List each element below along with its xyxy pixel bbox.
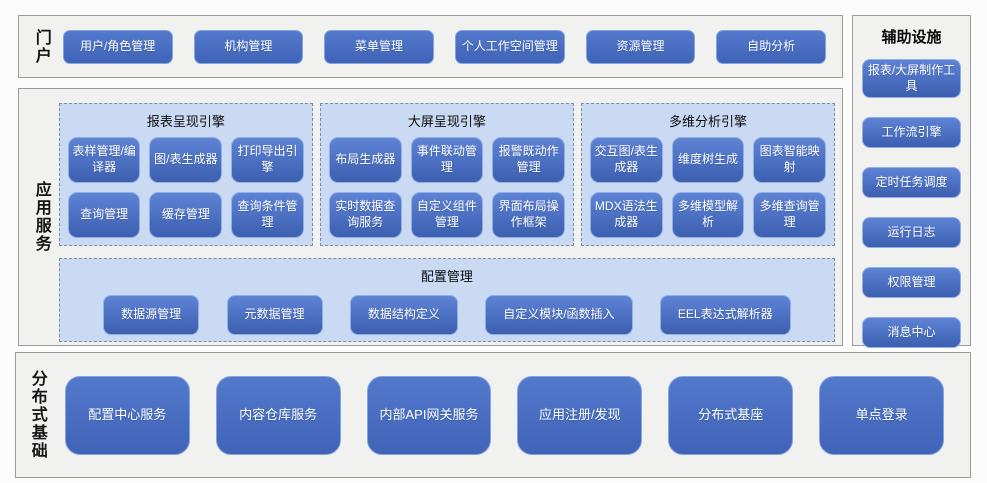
distributed-items-row: 配置中心服务内容仓库服务内部API网关服务应用注册/发现分布式基座单点登录 bbox=[53, 375, 970, 455]
auxiliary-item: 定时任务调度 bbox=[862, 167, 961, 199]
auxiliary-item: 消息中心 bbox=[862, 317, 961, 349]
config-item: 自定义模块/函数插入 bbox=[485, 294, 633, 335]
engine-item: 界面布局操作框架 bbox=[492, 192, 565, 238]
bigscreen-engine-group: 大屏呈现引擎 布局生成器事件联动管理报警既动作管理实时数据查询服务自定义组件管理… bbox=[319, 103, 574, 246]
auxiliary-item: 权限管理 bbox=[862, 267, 961, 299]
engine-item: 交互图/表生成器 bbox=[589, 137, 663, 183]
engine-item: 查询管理 bbox=[67, 192, 141, 238]
report-engine-grid: 表样管理/编译器图/表生成器打印导出引擎查询管理缓存管理查询条件管理 bbox=[67, 137, 304, 238]
config-items-row: 数据源管理元数据管理数据结构定义自定义模块/函数插入 EEL表达式解析器 bbox=[68, 292, 826, 337]
distributed-item: 应用注册/发现 bbox=[517, 375, 643, 455]
portal-item: 自助分析 bbox=[716, 29, 827, 64]
app-services-content: 报表呈现引擎 表样管理/编译器图/表生成器打印导出引擎查询管理缓存管理查询条件管… bbox=[53, 89, 842, 345]
report-engine-title: 报表呈现引擎 bbox=[146, 114, 225, 129]
engine-item: 图表智能映射 bbox=[753, 137, 826, 183]
config-group: 配置管理 数据源管理元数据管理数据结构定义自定义模块/函数插入 EEL表达式解析器 bbox=[58, 258, 835, 342]
report-engine-group: 报表呈现引擎 表样管理/编译器图/表生成器打印导出引擎查询管理缓存管理查询条件管… bbox=[58, 103, 313, 246]
portal-item: 个人工作空间管理 bbox=[454, 29, 565, 64]
engine-item: 自定义组件管理 bbox=[410, 192, 484, 238]
config-item: 数据结构定义 bbox=[349, 294, 458, 335]
config-item: 元数据管理 bbox=[226, 294, 323, 335]
auxiliary-item: 报表/大屏制作工具 bbox=[862, 59, 961, 99]
auxiliary-items-column: 报表/大屏制作工具工作流引擎定时任务调度运行日志权限管理消息中心 bbox=[853, 59, 970, 349]
engine-item: MDX语法生成器 bbox=[589, 192, 663, 238]
auxiliary-title: 辅助设施 bbox=[881, 29, 942, 46]
distributed-item: 内部API网关服务 bbox=[366, 375, 492, 455]
engine-item: 实时数据查询服务 bbox=[328, 192, 402, 238]
engine-item: 多维模型解析 bbox=[671, 192, 745, 238]
engines-row: 报表呈现引擎 表样管理/编译器图/表生成器打印导出引擎查询管理缓存管理查询条件管… bbox=[58, 103, 835, 246]
portal-item: 菜单管理 bbox=[324, 29, 434, 64]
engine-item: 布局生成器 bbox=[328, 137, 402, 183]
distributed-item: 内容仓库服务 bbox=[215, 375, 341, 455]
engine-item: 多维查询管理 bbox=[753, 192, 826, 238]
engine-item: 事件联动管理 bbox=[410, 137, 484, 183]
engine-item: 查询条件管理 bbox=[231, 192, 304, 238]
olap-engine-group: 多维分析引擎 交互图/表生成器维度树生成图表智能映射 MDX语法生成器多维模型解析… bbox=[580, 103, 835, 246]
config-group-title: 配置管理 bbox=[420, 269, 473, 284]
config-item: EEL表达式解析器 bbox=[659, 294, 791, 335]
app-services-label: 应用服务 bbox=[32, 181, 50, 253]
bigscreen-engine-title: 大屏呈现引擎 bbox=[407, 114, 486, 129]
portal-section: 门户 用户/角色管理机构管理菜单管理个人工作空间管理资源管理自助分析 bbox=[18, 15, 843, 78]
auxiliary-section: 辅助设施 报表/大屏制作工具工作流引擎定时任务调度运行日志权限管理消息中心 bbox=[852, 15, 971, 349]
auxiliary-item: 工作流引擎 bbox=[862, 117, 961, 149]
distributed-item: 单点登录 bbox=[819, 375, 945, 455]
distributed-item: 配置中心服务 bbox=[64, 375, 190, 455]
distributed-section: 分布式基础 配置中心服务内容仓库服务内部API网关服务应用注册/发现分布式基座单… bbox=[15, 352, 971, 478]
engine-item: 表样管理/编译器 bbox=[67, 137, 141, 183]
portal-item: 资源管理 bbox=[585, 29, 696, 64]
portal-items-row: 用户/角色管理机构管理菜单管理个人工作空间管理资源管理自助分析 bbox=[55, 29, 842, 64]
engine-item: 维度树生成 bbox=[671, 137, 745, 183]
engine-item: 图/表生成器 bbox=[149, 137, 223, 183]
distributed-label: 分布式基础 bbox=[28, 370, 46, 460]
auxiliary-item: 运行日志 bbox=[862, 217, 961, 249]
olap-engine-grid: 交互图/表生成器维度树生成图表智能映射 MDX语法生成器多维模型解析多维查询管理 bbox=[589, 137, 826, 238]
portal-item: 机构管理 bbox=[193, 29, 304, 64]
portal-item: 用户/角色管理 bbox=[62, 29, 173, 64]
app-services-section: 应用服务 报表呈现引擎 表样管理/编译器图/表生成器打印导出引擎查询管理缓存管理… bbox=[18, 88, 843, 346]
config-item: 数据源管理 bbox=[103, 294, 200, 335]
distributed-item: 分布式基座 bbox=[668, 375, 794, 455]
engine-item: 报警既动作管理 bbox=[492, 137, 565, 183]
bigscreen-engine-grid: 布局生成器事件联动管理报警既动作管理实时数据查询服务自定义组件管理界面布局操作框… bbox=[328, 137, 565, 238]
olap-engine-title: 多维分析引擎 bbox=[668, 114, 747, 129]
engine-item: 缓存管理 bbox=[149, 192, 223, 238]
portal-label: 门户 bbox=[32, 28, 50, 65]
engine-item: 打印导出引擎 bbox=[231, 137, 304, 183]
